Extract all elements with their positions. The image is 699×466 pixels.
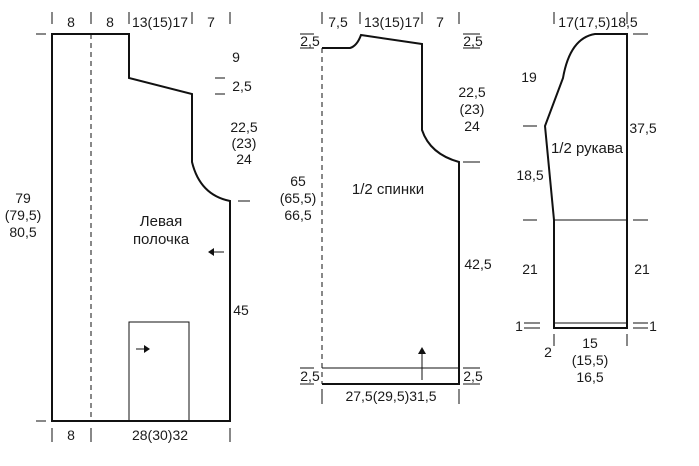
front-length-1: 79 [15, 190, 31, 206]
sleeve-title: 1/2 рукава [551, 140, 624, 157]
back-title: 1/2 спинки [352, 181, 424, 198]
back-piece: 7,5 13(15)17 7 2,5 2,5 22,5 (23) 24 65 (… [280, 12, 492, 404]
back-bottom-width: 27,5(29,5)31,5 [345, 388, 436, 404]
sleeve-left-1: 1 [515, 318, 523, 334]
back-ticks [300, 12, 480, 404]
front-pocket [128, 321, 190, 421]
front-shoulder-2-5: 2,5 [232, 78, 252, 94]
front-top-width-4: 7 [207, 14, 215, 30]
front-top-width-2: 8 [106, 14, 114, 30]
front-title-line-2: полочка [133, 231, 190, 248]
front-top-width-3: 13(15)17 [132, 14, 188, 30]
sleeve-right-1: 1 [649, 318, 657, 334]
back-right-2-5-top: 2,5 [463, 33, 483, 49]
back-top-width-3: 7 [436, 14, 444, 30]
back-arrow-head [418, 347, 426, 354]
front-top-width-1: 8 [67, 14, 75, 30]
back-left-2-5-top: 2,5 [300, 33, 320, 49]
sleeve-right-21: 21 [634, 261, 650, 277]
front-bottom-8: 8 [67, 427, 75, 443]
front-armhole-3: 24 [236, 151, 252, 167]
sleeve-bottom-width-2: (15,5) [572, 352, 609, 368]
sleeve-bottom-2: 2 [544, 344, 552, 360]
back-armhole-3: 24 [464, 118, 480, 134]
side-arrow-head [208, 248, 214, 256]
sleeve-left-21: 21 [522, 261, 538, 277]
sleeve-bottom-width-3: 16,5 [576, 369, 603, 385]
sleeve-piece: 17(17,5)18,5 19 37,5 1/2 рукава 18,5 21 … [515, 12, 657, 385]
sleeve-top-width: 17(17,5)18,5 [558, 14, 638, 30]
back-left-2-5-bottom: 2,5 [300, 368, 320, 384]
front-top-ticks [36, 12, 250, 442]
front-armhole-2: (23) [232, 135, 257, 151]
back-armhole-2: (23) [460, 101, 485, 117]
sleeve-bottom-width-1: 15 [582, 335, 598, 351]
front-armhole-1: 22,5 [230, 119, 257, 135]
front-shoulder-9: 9 [232, 49, 240, 65]
back-length-2: (65,5) [280, 190, 317, 206]
sleeve-cap-19: 19 [521, 69, 537, 85]
front-bottom-width: 28(30)32 [132, 427, 188, 443]
back-top-width-2: 13(15)17 [364, 14, 420, 30]
back-top-width-1: 7,5 [328, 14, 348, 30]
back-armhole-1: 22,5 [458, 84, 485, 100]
back-right-2-5-bottom: 2,5 [463, 368, 483, 384]
back-outline [322, 33, 460, 385]
front-title-line-1: Левая [140, 213, 182, 230]
front-lower-45: 45 [233, 302, 249, 318]
sleeve-ticks [523, 12, 648, 346]
back-length-1: 65 [290, 173, 306, 189]
front-piece: 8 8 13(15)17 7 9 2,5 22,5 (23) 24 79 (79… [5, 12, 258, 443]
back-length-3: 66,5 [284, 207, 311, 223]
front-length-3: 80,5 [9, 224, 36, 240]
sleeve-right-37-5: 37,5 [629, 120, 656, 136]
sleeve-outline [543, 33, 628, 329]
pocket-arrow-head [144, 345, 150, 353]
sleeve-left-18-5: 18,5 [516, 167, 543, 183]
front-outline [51, 33, 231, 422]
front-length-2: (79,5) [5, 207, 42, 223]
back-lower-42-5: 42,5 [464, 256, 491, 272]
